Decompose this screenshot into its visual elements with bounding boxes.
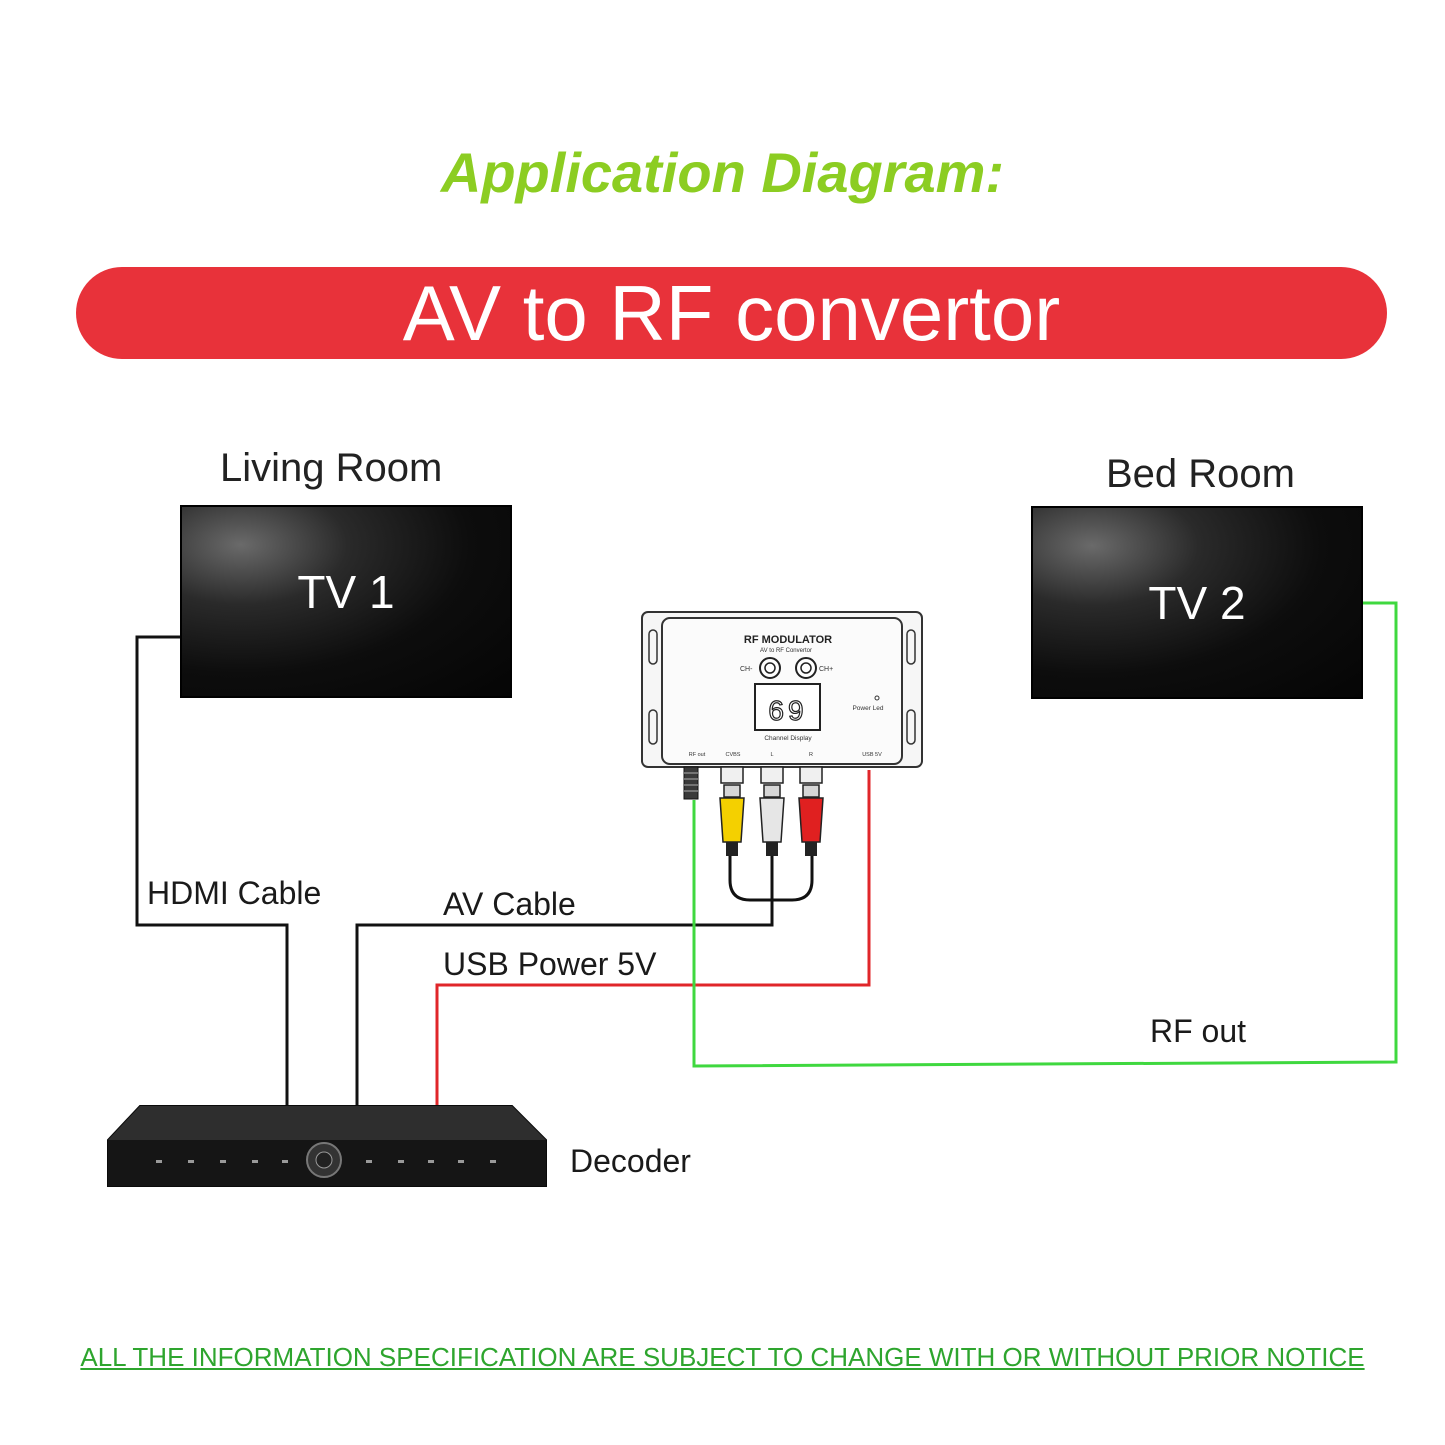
- rf-out-line: [692, 601, 1398, 1068]
- mount-slot-icon: [906, 629, 916, 665]
- power-led-label: Power Led: [852, 705, 883, 712]
- living-room-label: Living Room: [220, 446, 443, 490]
- tv-1-label: TV 1: [297, 566, 395, 618]
- decoder-power-icon: [315, 1151, 333, 1169]
- hdmi-cable-line: [135, 635, 289, 1106]
- hdmi-cable-label: HDMI Cable: [147, 875, 322, 911]
- mount-slot-icon: [906, 709, 916, 745]
- tv-1: TV 1: [180, 505, 512, 698]
- yellow-rca-plug: [719, 797, 745, 843]
- mount-slot-icon: [648, 709, 658, 745]
- ch-minus-label: CH-: [740, 666, 753, 673]
- rf-connector-icon: [683, 766, 699, 800]
- av-cable-label: AV Cable: [443, 886, 576, 922]
- usb-power-line: [435, 770, 871, 1106]
- disclaimer-notice: ALL THE INFORMATION SPECIFICATION ARE SU…: [80, 1342, 1365, 1372]
- cvbs-jack: [720, 766, 744, 784]
- port-label-rf-out: RF out: [689, 752, 706, 758]
- port-label-l: L: [770, 752, 773, 758]
- channel-digits: 69: [768, 695, 807, 726]
- decoder-device: [107, 1105, 547, 1187]
- white-rca-plug: [759, 797, 785, 843]
- tv-2: TV 2: [1031, 506, 1363, 699]
- mount-slot-icon: [648, 629, 658, 665]
- decoder-label: Decoder: [570, 1143, 691, 1179]
- red-plug-boot: [805, 842, 817, 856]
- rf-modulator-device: RF MODULATOR AV to RF Convertor CH- CH+ …: [641, 611, 923, 856]
- av-cable-line: [355, 855, 774, 1106]
- decoder-indicator-dots: [156, 1160, 496, 1163]
- r-jack: [799, 766, 823, 784]
- port-label-r: R: [809, 752, 813, 758]
- banner-title: AV to RF convertor: [402, 269, 1061, 357]
- power-led-icon: [874, 695, 880, 701]
- red-plug-collar: [802, 784, 820, 798]
- bed-room-label: Bed Room: [1106, 452, 1295, 496]
- ch-minus-button-center: [764, 662, 776, 674]
- port-label-cvbs: CVBS: [726, 752, 741, 758]
- usb-power-label: USB Power 5V: [443, 946, 657, 982]
- decoder-top: [108, 1106, 546, 1140]
- modulator-subtitle: AV to RF Convertor: [760, 648, 812, 654]
- ch-plus-button-center: [800, 662, 812, 674]
- rf-out-label: RF out: [1150, 1013, 1247, 1049]
- channel-display-caption: Channel Display: [764, 735, 812, 742]
- ch-plus-label: CH+: [819, 666, 833, 673]
- tv-2-label: TV 2: [1148, 577, 1246, 629]
- yellow-plug-boot: [726, 842, 738, 856]
- white-plug-collar: [763, 784, 781, 798]
- yellow-plug-collar: [723, 784, 741, 798]
- modulator-title: RF MODULATOR: [744, 634, 832, 646]
- red-rca-plug: [798, 797, 824, 843]
- port-label-usb: USB 5V: [862, 752, 882, 758]
- channel-display: [754, 683, 821, 731]
- l-jack: [760, 766, 784, 784]
- banner-background: [76, 267, 1387, 359]
- white-plug-boot: [766, 842, 778, 856]
- page-title: Application Diagram:: [440, 141, 1005, 204]
- av-plug-loop: [728, 855, 814, 902]
